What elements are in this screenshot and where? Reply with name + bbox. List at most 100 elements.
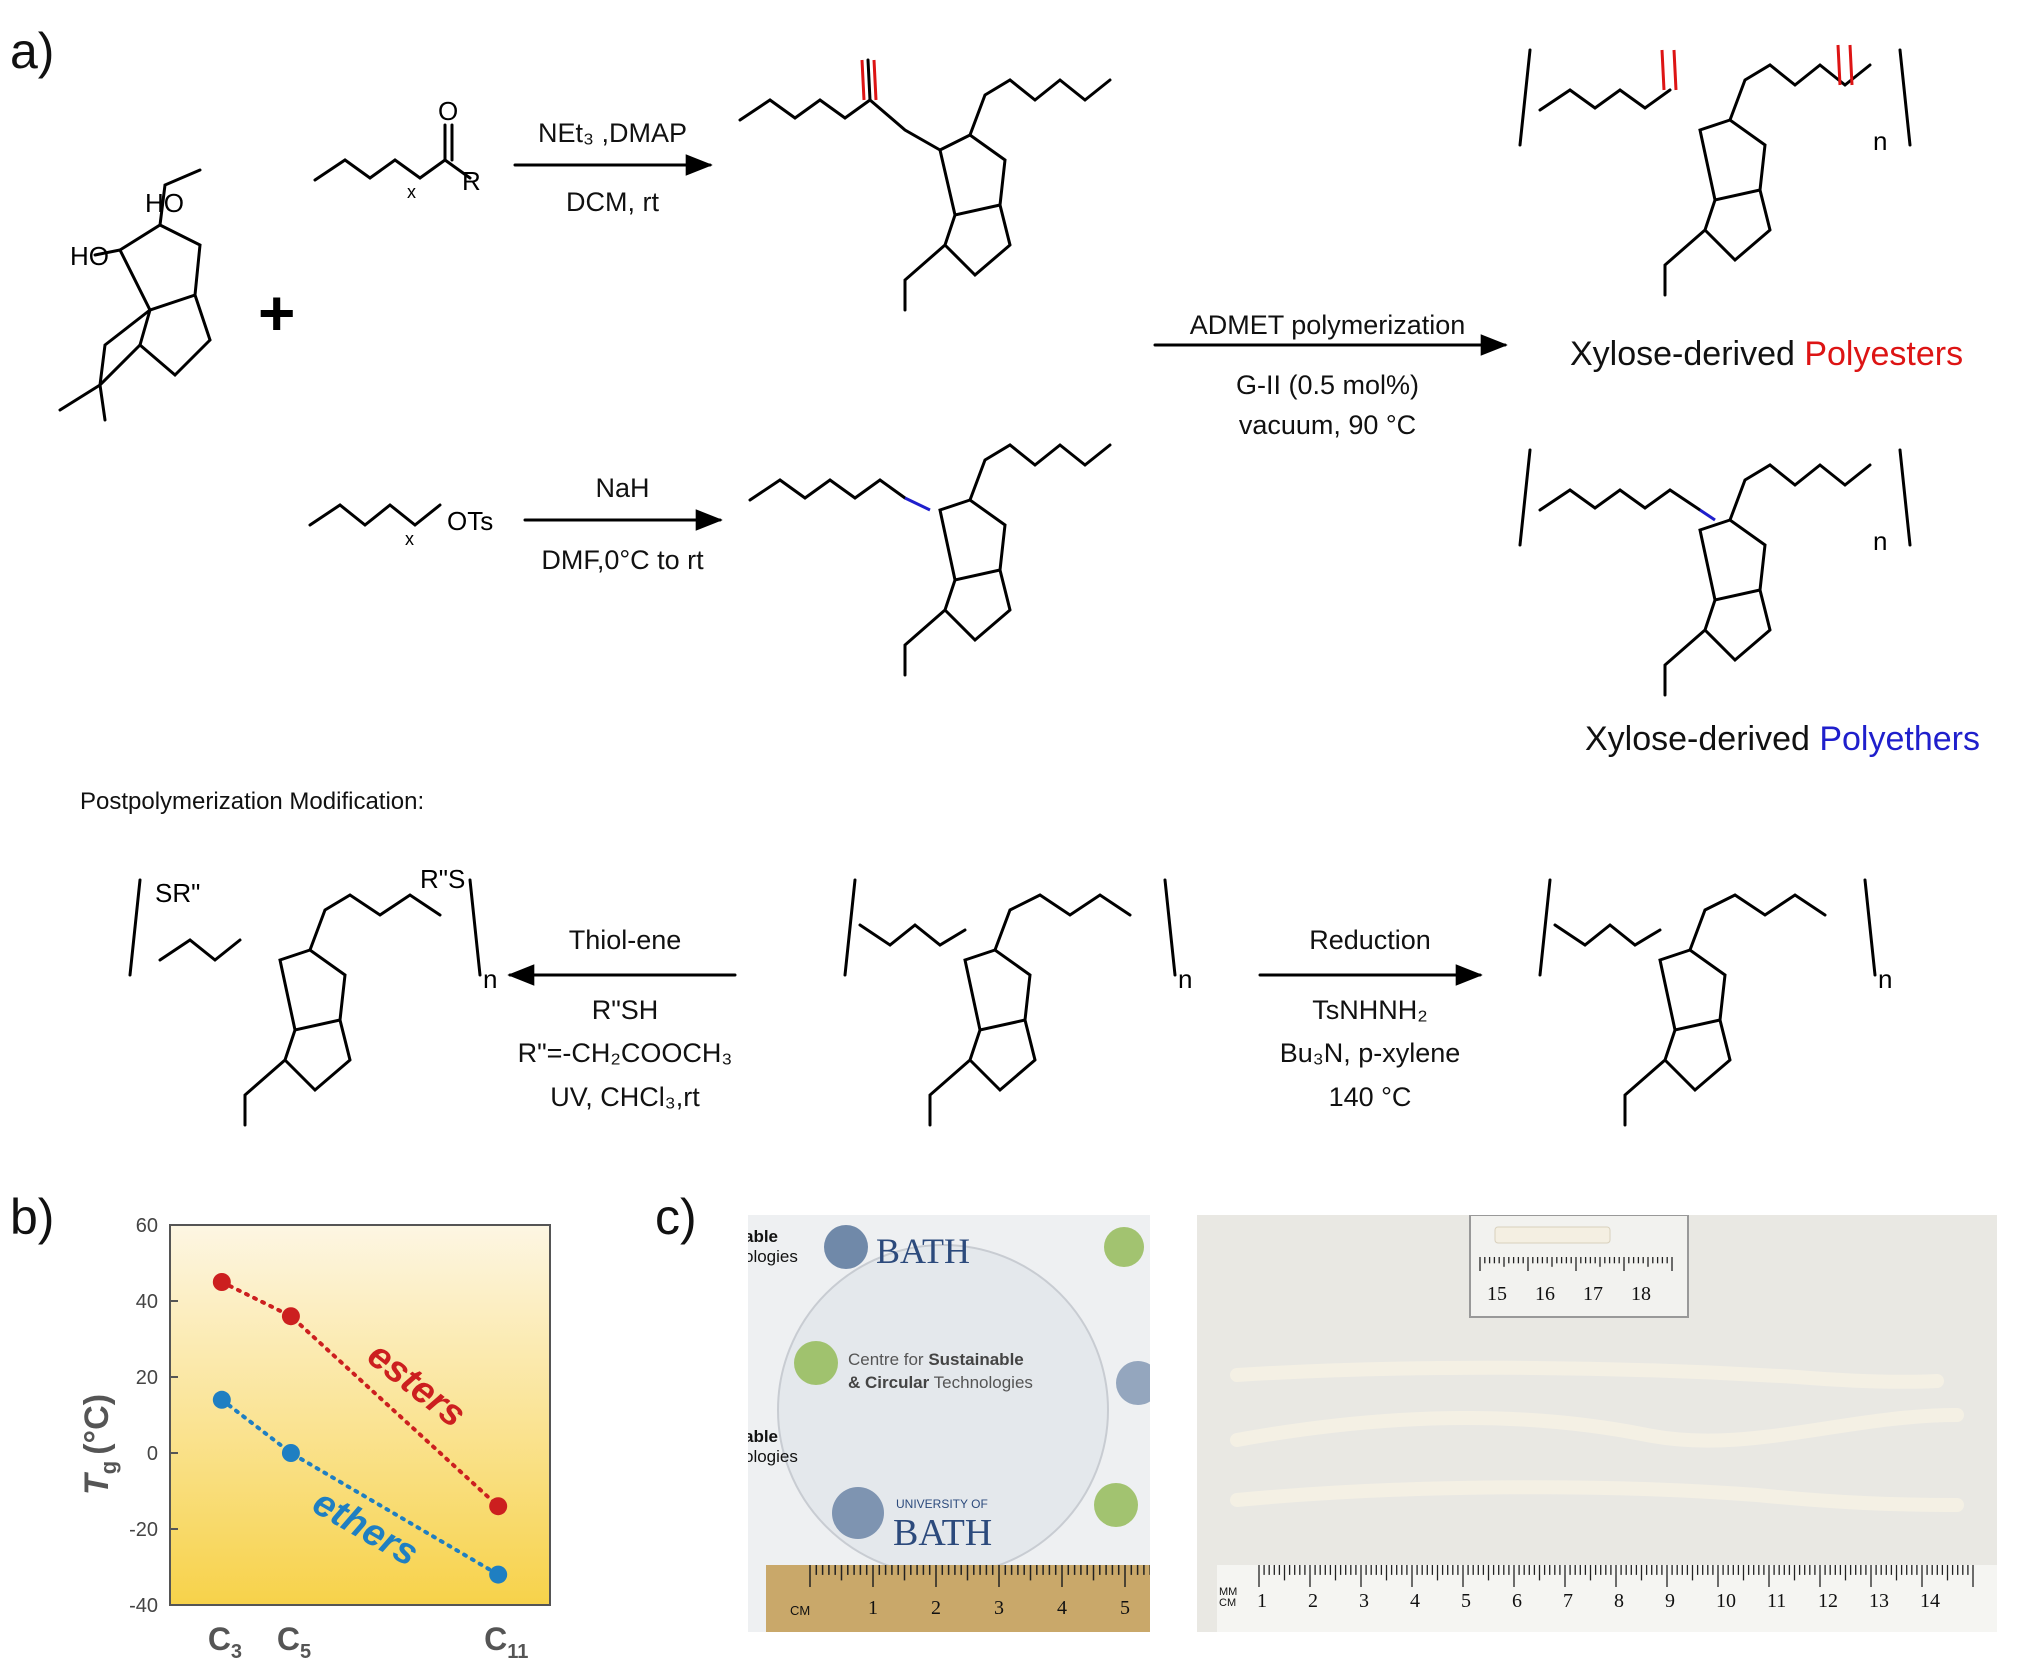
centre-line-1: Centre for Sustainable: [848, 1350, 1024, 1370]
sr-label: SR": [155, 878, 200, 908]
centre-line-2: & Circular Technologies: [848, 1373, 1033, 1393]
diester-monomer: [738, 58, 1112, 312]
thiolene-definition: R"=-CH₂COOCH₃: [517, 1038, 733, 1068]
y-axis-label-main: T: [78, 1471, 116, 1495]
y-tick-label: 60: [136, 1215, 158, 1237]
y-tick-label: -20: [129, 1519, 158, 1541]
ruler-number: 9: [1665, 1590, 1675, 1612]
bath-logo-text: BATH: [876, 1231, 971, 1271]
panel-b-label: b): [10, 1189, 55, 1245]
reduction-temp: 140 °C: [1328, 1082, 1412, 1112]
thiolene-product: [128, 878, 482, 1127]
univ-bath-text: BATH: [893, 1512, 993, 1554]
reduction-title: Reduction: [1309, 925, 1431, 955]
ruler-number: 15: [1487, 1283, 1507, 1305]
film-photo: able ologies able ologies BATH Centre fo…: [748, 1215, 1150, 1632]
ruler-number: 5: [1120, 1597, 1130, 1619]
fibre-strip-3: [1230, 1480, 1964, 1512]
polyester-caption: Xylose-derived Polyesters: [1570, 335, 1963, 374]
step1-solvent: DCM, rt: [566, 187, 659, 217]
polyester-prefix: Xylose-derived: [1570, 335, 1795, 373]
ruler-number: 13: [1869, 1590, 1889, 1612]
thiolene-title: Thiol-ene: [568, 925, 682, 955]
leaf-logo-icon-2: [1104, 1227, 1144, 1267]
panel-c-label: c): [655, 1189, 697, 1245]
n-label-5: n: [1878, 964, 1892, 994]
y-axis-label: Tg(°C): [78, 1394, 121, 1495]
ruler-number: 2: [931, 1597, 941, 1619]
right-ruler-unit-bottom: CM: [1219, 1597, 1237, 1609]
polyether-word: Polyethers: [1819, 720, 1980, 758]
thiolene-conditions: UV, CHCl₃,rt: [550, 1082, 700, 1112]
tosylate-reagent: [308, 503, 442, 527]
x-category-label: C11: [484, 1621, 528, 1663]
rs-label: R"S: [420, 864, 465, 894]
edge-text-1: able: [748, 1227, 779, 1246]
x-label-2: x: [405, 529, 414, 549]
reduction-base: Bu₃N, p-xylene: [1279, 1038, 1461, 1068]
saturated-polymer: [1538, 878, 1877, 1127]
wooden-ruler: [766, 1565, 1150, 1632]
admet-catalyst: G-II (0.5 mol%): [1235, 370, 1420, 400]
centre-line-2a: & Circular: [848, 1373, 930, 1392]
ots-label: OTs: [447, 506, 493, 536]
step2-solvent: DMF,0°C to rt: [541, 545, 704, 575]
thiolene-reagent: R"SH: [591, 995, 659, 1025]
ruler-number: 10: [1716, 1590, 1736, 1612]
admet-conditions: vacuum, 90 °C: [1238, 410, 1417, 440]
ruler-number: 18: [1631, 1283, 1651, 1305]
acyl-reagent: [313, 123, 472, 182]
ruler-number: 8: [1614, 1590, 1624, 1612]
n-label-1: n: [1873, 126, 1887, 156]
ruler-number: 4: [1410, 1590, 1420, 1612]
left-ruler-unit: CM: [790, 1603, 811, 1618]
xylose-starting-material: [58, 168, 212, 422]
unsaturated-polymer: [843, 878, 1177, 1127]
plot-area: [169, 1224, 551, 1606]
ppm-title: Postpolymerization Modification:: [80, 788, 425, 815]
polyether-caption: Xylose-derived Polyethers: [1585, 720, 1980, 759]
centre-line-1a: Centre for: [848, 1350, 924, 1369]
ho-label-1: HO: [70, 241, 109, 271]
r-label: R: [462, 166, 481, 196]
right-ruler-unit: MM CM: [1219, 1587, 1237, 1609]
y-tick-label: 20: [136, 1367, 158, 1389]
n-label-4: n: [1178, 964, 1192, 994]
ruler-number: 6: [1512, 1590, 1522, 1612]
plus-sign: +: [258, 277, 295, 349]
series-line-esters: [219, 1280, 501, 1509]
leaf-logo-icon-3: [1094, 1483, 1138, 1527]
bottom-ruler: [1217, 1565, 1997, 1632]
point-esters-C5: [281, 1307, 300, 1326]
ruler-number: 1: [868, 1597, 878, 1619]
y-tick-label: 0: [147, 1443, 158, 1465]
ruler-number: 1: [1257, 1590, 1267, 1612]
step1-reagents: NEt₃ ,DMAP: [537, 118, 687, 148]
point-ethers-C11: [489, 1565, 508, 1584]
series-line-ethers: [219, 1397, 501, 1577]
y-tick-label: -40: [129, 1595, 158, 1617]
fibre-strip-1: [1230, 1360, 1944, 1389]
ruler-number: 4: [1057, 1597, 1067, 1619]
inset-sample: [1494, 1226, 1611, 1244]
univ-of-text: UNIVERSITY OF: [896, 1497, 988, 1511]
fibre-photo-art: [1217, 1215, 1997, 1632]
ruler-number: 11: [1767, 1590, 1787, 1612]
bath-crest-icon: [824, 1225, 868, 1269]
ruler-number: 17: [1583, 1283, 1603, 1305]
bath-crest-icon-3: [832, 1487, 884, 1539]
fibre-strip-2: [1230, 1408, 1964, 1448]
reaction-scheme: HO HO + R O x OTs x n n n n n SR" R"S: [58, 44, 1912, 1127]
polyether-structure: [1518, 448, 1912, 697]
point-ethers-C3: [212, 1390, 231, 1409]
ruler-number: 14: [1920, 1590, 1940, 1612]
n-label-3: n: [483, 964, 497, 994]
x-label-1: x: [407, 182, 416, 202]
point-ethers-C5: [281, 1444, 300, 1462]
x-category-label: C5: [277, 1621, 311, 1663]
centre-line-2b: Technologies: [933, 1373, 1033, 1392]
edge-text-3: able: [748, 1427, 779, 1446]
reduction-reagent: TsNHNH₂: [1312, 995, 1428, 1025]
ruler-number: 7: [1563, 1590, 1573, 1612]
polyether-prefix: Xylose-derived: [1585, 720, 1810, 758]
